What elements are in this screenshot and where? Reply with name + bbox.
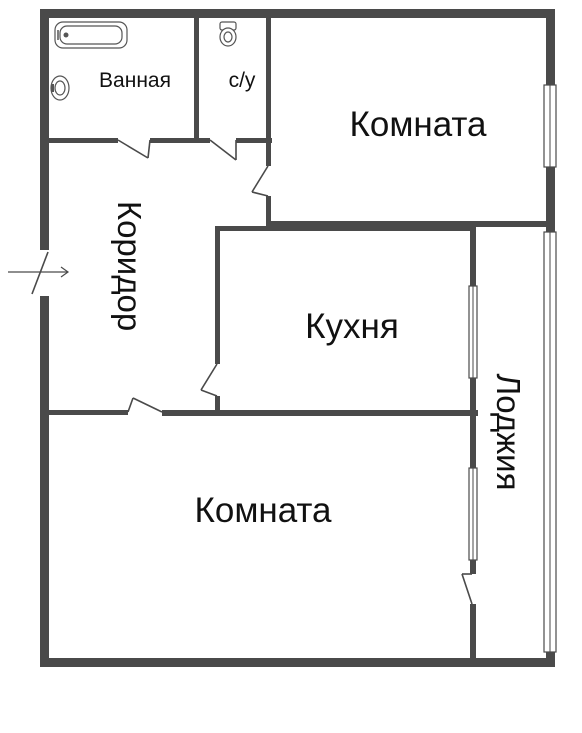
interior-walls <box>48 18 548 664</box>
loggia-inner-windows <box>468 285 478 561</box>
room-label-corridor: Коридор <box>111 201 148 331</box>
room-label-bathroom: Ванная <box>99 69 171 92</box>
room-label-kitchen: Кухня <box>305 307 399 346</box>
room-label-room-top: Комната <box>349 105 487 144</box>
doors <box>8 139 473 605</box>
toilet-icon <box>219 21 237 47</box>
entrance-gap <box>40 250 50 296</box>
room-label-toilet: с/у <box>229 69 256 92</box>
bathtub-icon <box>54 21 128 49</box>
sink-icon <box>50 75 70 101</box>
room-label-room-bottom: Комната <box>194 491 332 530</box>
room-label-loggia: Лоджия <box>490 374 527 491</box>
windows <box>543 84 557 653</box>
